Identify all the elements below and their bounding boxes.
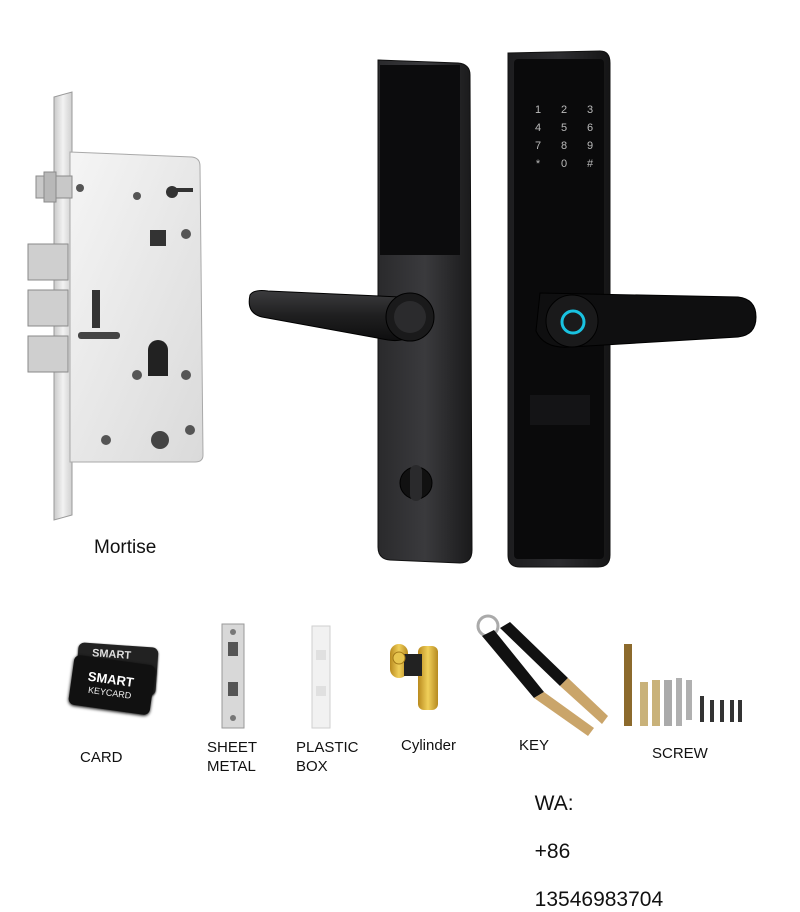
label-key: KEY (519, 737, 550, 754)
cylinder-image (390, 644, 438, 710)
keypad-key[interactable]: 0 (560, 158, 568, 170)
outside-keypad-lock (507, 50, 757, 568)
contact-country-code: +86 (534, 840, 571, 863)
keypad-key[interactable]: 7 (534, 140, 542, 152)
label-plastic-box: PLASTIC BOX (296, 739, 359, 775)
label-cylinder: Cylinder (401, 737, 457, 754)
keypad-key[interactable]: 6 (586, 122, 594, 134)
keycard-front: SMART KEYCARD (67, 654, 157, 716)
keypad-key[interactable]: 8 (560, 140, 568, 152)
keypad-key[interactable]: * (535, 158, 541, 170)
contact-prefix: WA: (534, 792, 574, 815)
label-sheet-metal: SHEET METAL (207, 739, 258, 775)
strike-plate-image (221, 623, 245, 729)
keypad-key[interactable]: 1 (534, 104, 542, 116)
plastic-box-image (311, 625, 331, 729)
keypad-key[interactable]: 2 (560, 104, 568, 116)
keypad-key[interactable]: 9 (586, 140, 594, 152)
accessory-card: SMART SMART KEYCARD (65, 640, 165, 720)
fingerprint-sensor-icon (560, 309, 586, 335)
mortise-image (27, 91, 204, 521)
keypad: 1 2 3 4 5 6 7 8 9 * 0 # (525, 104, 605, 170)
keypad-key[interactable]: 4 (534, 122, 542, 134)
keypad-key[interactable]: 3 (586, 104, 594, 116)
screws-image (624, 644, 742, 726)
mortise-caption: Mortise (94, 537, 157, 558)
keys-image (476, 614, 608, 736)
inside-handle-lock (248, 59, 473, 564)
label-screw: SCREW (652, 745, 708, 762)
keypad-key[interactable]: 5 (560, 122, 568, 134)
keypad-key[interactable]: # (586, 158, 594, 170)
label-card: CARD (80, 749, 123, 766)
whatsapp-contact: WA: +86 13546983704 (523, 768, 663, 912)
contact-number: 13546983704 (534, 888, 664, 911)
